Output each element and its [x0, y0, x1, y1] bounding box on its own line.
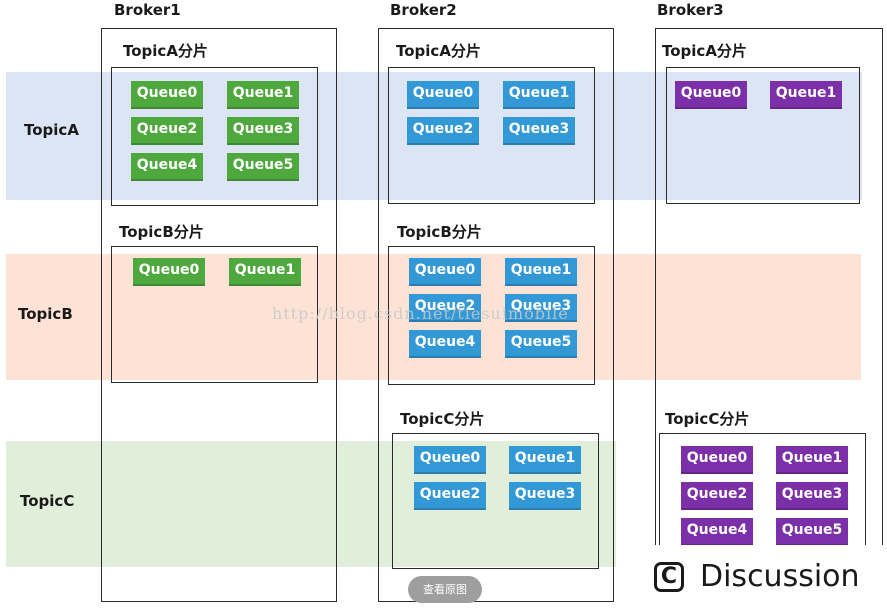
broker2-topic-a-partition: Queue0 Queue1 Queue2 Queue3	[388, 67, 595, 204]
queue-block: Queue0	[407, 81, 479, 109]
broker3-topic-a-title: TopicA分片	[662, 42, 747, 60]
discussion-button[interactable]: C Discussion	[630, 545, 887, 609]
queue-block: Queue4	[681, 518, 753, 546]
broker3-topic-a-partition: Queue0 Queue1	[666, 67, 860, 204]
queue-block: Queue0	[409, 258, 481, 286]
queue-block: Queue1	[776, 446, 848, 474]
broker2-box	[378, 28, 614, 602]
queue-block: Queue4	[131, 153, 203, 181]
queue-block: Queue0	[681, 446, 753, 474]
queue-block: Queue0	[414, 446, 486, 474]
queue-block: Queue0	[675, 81, 747, 109]
queue-block: Queue0	[131, 81, 203, 109]
queue-block: Queue5	[505, 330, 577, 358]
queue-block: Queue3	[505, 294, 577, 322]
broker1-topic-b-title: TopicB分片	[119, 223, 204, 241]
queue-block: Queue5	[227, 153, 299, 181]
broker1-topic-b-partition: Queue0 Queue1	[111, 246, 318, 383]
broker1-topic-a-partition: Queue0 Queue1 Queue2 Queue3 Queue4 Queue…	[111, 67, 318, 206]
discussion-c-icon: C	[654, 562, 684, 592]
broker3-topic-c-title: TopicC分片	[665, 410, 750, 428]
queue-block: Queue2	[681, 482, 753, 510]
queue-block: Queue1	[770, 81, 842, 109]
row-label-topic-b: TopicB	[18, 305, 73, 323]
queue-block: Queue1	[503, 81, 575, 109]
queue-block: Queue1	[509, 446, 581, 474]
broker3-title: Broker3	[657, 1, 724, 19]
broker2-topic-a-title: TopicA分片	[396, 42, 481, 60]
broker1-title: Broker1	[114, 1, 181, 19]
queue-block: Queue2	[414, 482, 486, 510]
queue-block: Queue1	[229, 258, 301, 286]
queue-block: Queue1	[505, 258, 577, 286]
queue-block: Queue2	[407, 117, 479, 145]
queue-block: Queue2	[409, 294, 481, 322]
row-label-topic-c: TopicC	[20, 492, 75, 510]
broker2-topic-c-partition: Queue0 Queue1 Queue2 Queue3	[392, 433, 599, 569]
queue-block: Queue5	[776, 518, 848, 546]
row-label-topic-a: TopicA	[24, 121, 79, 139]
queue-block: Queue2	[131, 117, 203, 145]
broker1-topic-a-title: TopicA分片	[123, 42, 208, 60]
watermark-url: http://blog.csdn.net/tiesuimobile	[272, 304, 569, 323]
broker1-box	[101, 28, 337, 602]
discussion-label: Discussion	[700, 559, 860, 594]
queue-block: Queue3	[509, 482, 581, 510]
broker2-topic-c-title: TopicC分片	[400, 410, 485, 428]
queue-block: Queue0	[133, 258, 205, 286]
view-original-button[interactable]: 查看原图	[408, 576, 482, 603]
broker3-topic-c-partition: Queue0 Queue1 Queue2 Queue3 Queue4 Queue…	[659, 433, 866, 573]
broker2-topic-b-partition: Queue0 Queue1 Queue2 Queue3 Queue4 Queue…	[388, 246, 595, 385]
queue-block: Queue4	[409, 330, 481, 358]
queue-block: Queue3	[227, 117, 299, 145]
broker2-title: Broker2	[390, 1, 457, 19]
queue-block: Queue3	[776, 482, 848, 510]
queue-block: Queue3	[503, 117, 575, 145]
broker2-topic-b-title: TopicB分片	[397, 223, 482, 241]
queue-block: Queue1	[227, 81, 299, 109]
